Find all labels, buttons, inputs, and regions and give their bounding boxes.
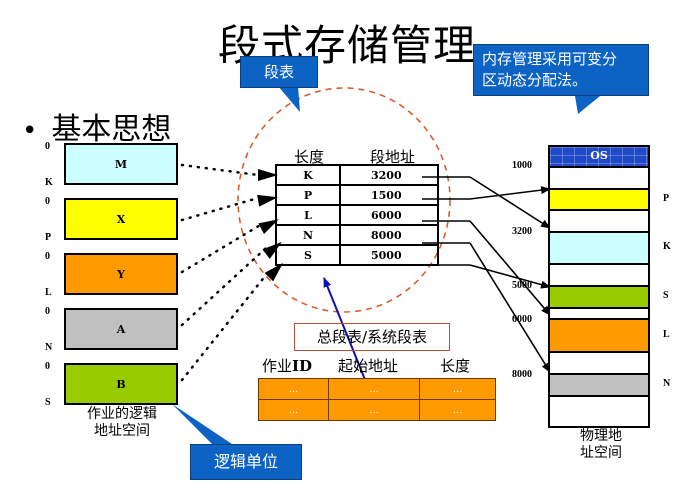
global-segment-table-label: 总段表/系统段表 [294, 323, 450, 351]
bullet-text: 基本思想 [51, 112, 172, 147]
global-header-id: ID [292, 357, 313, 375]
logical-unit-callout: 逻辑单位 [190, 444, 302, 480]
global-segment-table: .................. [258, 378, 496, 421]
physical-address-caption: 物理地 址空间 [556, 428, 646, 462]
segment-length-cell: P [275, 184, 341, 206]
physical-caption-line2: 址空间 [580, 445, 622, 461]
global-table-cell: ... [258, 378, 329, 400]
global-table-cell: ... [327, 378, 421, 400]
logical-segment-start-label: 0 [45, 306, 50, 317]
segment-length-cell: K [275, 164, 341, 186]
logical-segment-a: A [64, 308, 178, 350]
memory-segment-n [548, 373, 650, 395]
free-memory-block [548, 209, 650, 231]
os-block: OS [548, 145, 650, 166]
memory-segment-k [548, 231, 650, 263]
logical-caption-line1: 作业的逻辑 [87, 406, 157, 422]
free-memory-block [548, 166, 650, 188]
global-header-job-id: 作业ID [262, 355, 312, 376]
logical-segment-start-label: 0 [45, 141, 50, 152]
memory-note-line1: 内存管理采用可变分 [482, 50, 618, 68]
logical-segment-start-label: 0 [45, 361, 50, 372]
memory-segment-label: K [663, 241, 671, 252]
global-to-segment-table-pointer [323, 277, 371, 393]
memory-address-label: 8000 [512, 369, 532, 380]
global-header-length: 长度 [440, 357, 471, 375]
memory-segment-p [548, 188, 650, 209]
segment-table-header-length: 长度 [294, 148, 325, 166]
memory-address-label: 1000 [512, 160, 532, 171]
logical-segment-x: X [64, 198, 178, 240]
segment-address-cell: 6000 [339, 204, 439, 226]
logical-segment-end-label: P [45, 232, 52, 243]
free-memory-block [548, 307, 650, 318]
memory-segment-label: N [663, 378, 671, 389]
logical-segment-m: M [64, 143, 178, 185]
global-table-row: ......... [258, 399, 496, 421]
segment-length-cell: L [275, 204, 341, 226]
memory-address-label: 3200 [512, 226, 532, 237]
bullet-heading: • 基本思想 [22, 104, 171, 148]
global-table-cell: ... [327, 399, 421, 421]
logical-segment-end-label: S [45, 397, 51, 408]
memory-note-line2: 区动态分配法。 [482, 71, 588, 89]
global-header-job: 作业 [262, 357, 293, 375]
table-to-memory-links [422, 176, 551, 373]
memory-address-label: 5000 [512, 280, 532, 291]
segment-address-cell: 1500 [339, 184, 439, 206]
free-memory-block [548, 263, 650, 285]
segment-table-callout-tail [278, 86, 300, 112]
logical-segment-end-label: L [45, 287, 52, 298]
logical-to-table-links [180, 163, 272, 382]
logical-unit-callout-tail [172, 404, 232, 444]
memory-segment-label: L [663, 328, 670, 340]
global-table-cell: ... [258, 399, 329, 421]
memory-segment-s [548, 285, 650, 307]
logical-caption-line2: 地址空间 [94, 423, 150, 439]
logical-segment-y: Y [64, 253, 178, 295]
segment-table-highlight-circle [237, 87, 451, 313]
memory-note-callout: 内存管理采用可变分 区动态分配法。 [473, 44, 649, 96]
memory-address-label: 6000 [512, 314, 532, 325]
free-memory-block [548, 395, 650, 428]
logical-segment-start-label: 0 [45, 196, 50, 207]
segment-address-cell: 3200 [339, 164, 439, 186]
physical-caption-line1: 物理地 [580, 428, 622, 444]
segment-address-cell: 8000 [339, 224, 439, 246]
global-table-cell: ... [419, 378, 496, 400]
segment-length-cell: S [275, 244, 341, 266]
logical-segment-end-label: N [45, 342, 53, 353]
logical-segment-start-label: 0 [45, 251, 50, 262]
logical-segment-b: B [64, 363, 178, 405]
memory-segment-label: S [663, 290, 669, 301]
memory-segment-label: P [663, 192, 670, 204]
global-table-cell: ... [419, 399, 496, 421]
logical-address-caption: 作业的逻辑 地址空间 [62, 406, 182, 440]
segment-length-cell: N [275, 224, 341, 246]
global-table-row: ......... [258, 378, 496, 400]
free-memory-block [548, 351, 650, 373]
global-header-start-address: 起始地址 [338, 357, 399, 375]
bullet-dot: • [22, 116, 38, 146]
memory-note-callout-tail [575, 96, 600, 114]
memory-bottom-border [548, 426, 650, 428]
memory-segment-l [548, 318, 650, 351]
segment-address-cell: 5000 [339, 244, 439, 266]
segment-table-callout: 段表 [240, 56, 318, 88]
segment-table-header-address: 段地址 [370, 148, 416, 166]
logical-segment-end-label: K [45, 177, 53, 188]
